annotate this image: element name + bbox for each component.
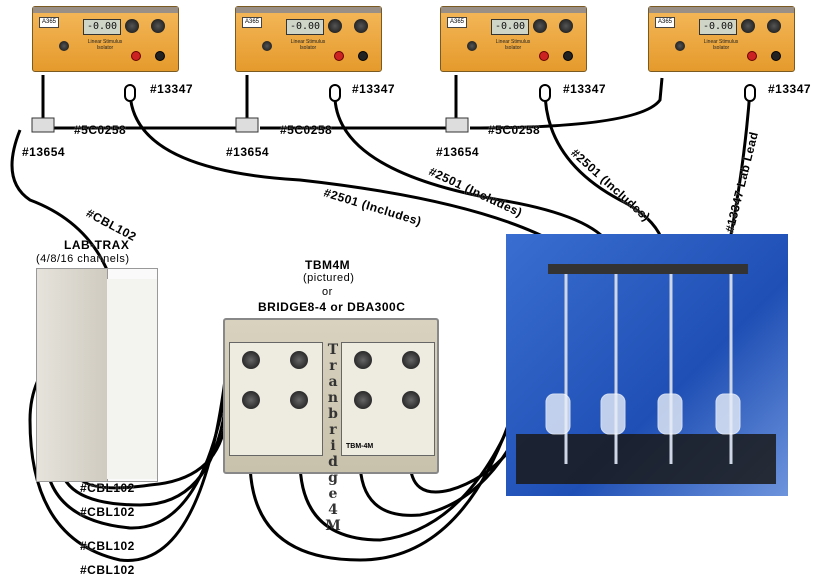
bridge-amplifier: Tranbridge4M TBM-4M [223,318,439,534]
plug-4 [744,84,756,102]
daq-subtitle: (4/8/16 channels) [36,253,130,265]
stimulator-caption: Linear Stimulus Isolator [87,39,123,51]
model-badge: A365 [242,17,262,28]
bnc-tee-1 [31,117,55,133]
stimulator-caption: Linear Stimulus Isolator [703,39,739,51]
lcd-display: -0.00 [83,19,121,35]
range-knob[interactable] [559,19,573,33]
stimulator-4: A365 -0.00 Linear Stimulus Isolator [648,6,795,72]
amp-subtitle-1: (pictured) [303,272,355,284]
gain-knob[interactable] [242,391,260,409]
bnc-tee-2 [235,117,259,133]
gain-knob[interactable] [354,351,372,369]
tissue-chamber [657,393,683,435]
output-jack-red[interactable] [334,51,344,61]
bath-apparatus [516,264,776,484]
stim-cable-label-1: #13347 [150,82,194,96]
amp-model-label: TBM-4M [346,443,374,450]
stimulator-3: A365 -0.00 Linear Stimulus Isolator [440,6,587,72]
tissue-chamber [715,393,741,435]
output-jack-red[interactable] [131,51,141,61]
lcd-display: -0.00 [286,19,324,35]
model-badge: A365 [447,17,467,28]
output-jack-black[interactable] [771,51,781,61]
bath-base [516,434,776,484]
plug-2 [329,84,341,102]
daq-unit [36,268,158,482]
amp-channel-panel-left [229,342,323,456]
amp-subtitle-3: BRIDGE8-4 or DBA300C [258,300,406,314]
stim-cable-label-2: #13347 [352,82,396,96]
balance-knob[interactable] [290,391,308,409]
amplitude-knob[interactable] [741,19,755,33]
bnc-cable-label-1: #5C0258 [74,123,127,137]
mode-knob[interactable] [675,41,685,51]
tissue-chamber [545,393,571,435]
amp-title: TBM4M [305,258,351,272]
amplitude-knob[interactable] [533,19,547,33]
stim-cable-label-4: #13347 [768,82,812,96]
output-jack-black[interactable] [563,51,573,61]
stim-lead-2 [333,89,612,246]
cbl-label-1: #CBL102 [80,481,135,495]
bnc-tee-3 [445,117,469,133]
range-knob[interactable] [767,19,781,33]
mode-knob[interactable] [262,41,272,51]
tee-label-1: #13654 [22,145,66,159]
range-knob[interactable] [151,19,165,33]
stimulator-caption: Linear Stimulus Isolator [495,39,531,51]
lcd-display: -0.00 [491,19,529,35]
daq-title: LAB-TRAX [64,238,130,252]
bath-rail [548,264,748,274]
stimulator-top [649,7,794,13]
mode-knob[interactable] [59,41,69,51]
gain-knob[interactable] [354,391,372,409]
output-jack-red[interactable] [747,51,757,61]
stim-lead-3 [543,89,667,251]
stim-lead-1 [128,89,561,247]
bnc-link-3 [469,77,664,130]
amp-channel-panel-right: TBM-4M [341,342,435,456]
daq-front-panel [37,269,108,481]
cbl-label-4: #CBL102 [80,563,135,577]
bnc-cable-label-2: #5C0258 [280,123,333,137]
cbl-label-3: #CBL102 [80,539,135,553]
range-knob[interactable] [354,19,368,33]
output-jack-red[interactable] [539,51,549,61]
tissue-chamber [600,393,626,435]
plug-1 [124,84,136,102]
amplitude-knob[interactable] [328,19,342,33]
balance-knob[interactable] [402,351,420,369]
stimulator-top [33,7,178,13]
gain-knob[interactable] [242,351,260,369]
stim-cable-label-3: #13347 [563,82,607,96]
stimulator-1: A365 -0.00 Linear Stimulus Isolator [32,6,179,72]
output-jack-black[interactable] [358,51,368,61]
stimulator-top [236,7,381,13]
mode-knob[interactable] [467,41,477,51]
output-jack-black[interactable] [155,51,165,61]
plug-3 [539,84,551,102]
model-badge: A365 [655,17,675,28]
amp-vertical-label: Tranbridge4M [325,342,341,534]
balance-knob[interactable] [402,391,420,409]
organ-bath-photo [506,234,788,496]
amp-subtitle-2: or [322,286,333,298]
stim-lead-4 [728,89,752,241]
tee-label-2: #13654 [226,145,270,159]
amplitude-knob[interactable] [125,19,139,33]
lcd-display: -0.00 [699,19,737,35]
tee-label-3: #13654 [436,145,480,159]
model-badge: A365 [39,17,59,28]
cbl-label-2: #CBL102 [80,505,135,519]
daq-side-panel [107,279,157,479]
stimulator-2: A365 -0.00 Linear Stimulus Isolator [235,6,382,72]
balance-knob[interactable] [290,351,308,369]
stimulator-top [441,7,586,13]
bnc-cable-label-3: #5C0258 [488,123,541,137]
stimulator-caption: Linear Stimulus Isolator [290,39,326,51]
